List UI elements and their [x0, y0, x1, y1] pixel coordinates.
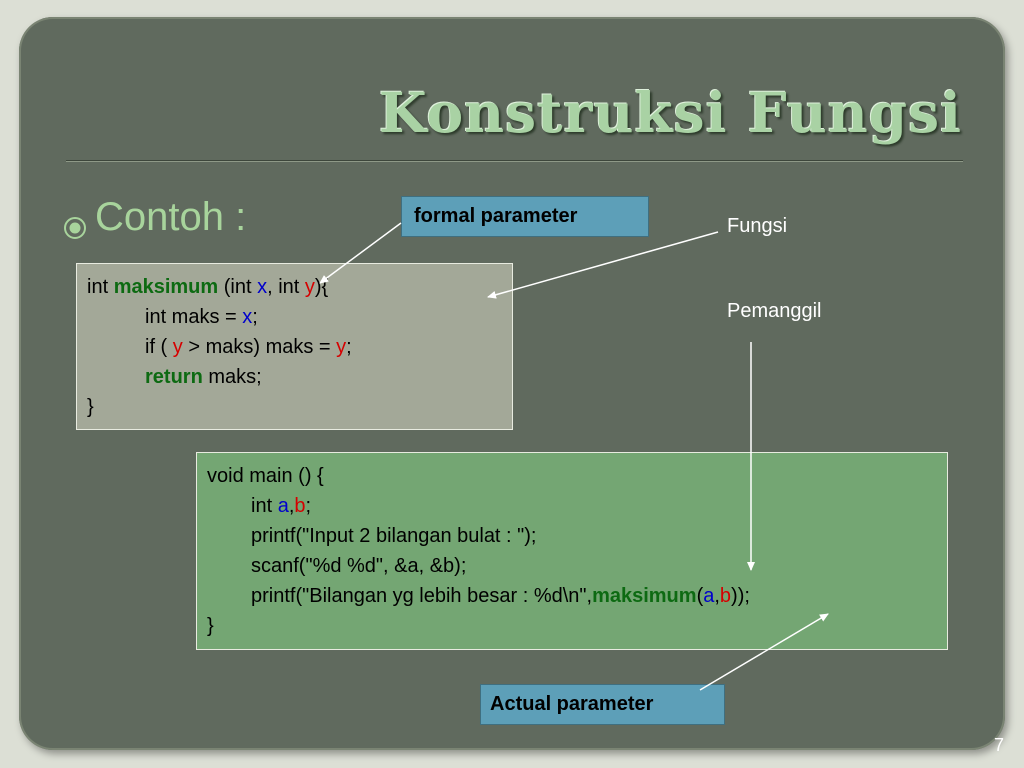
code-line: scanf("%d %d", &a, &b);	[207, 551, 947, 581]
code-token: printf("Input 2 bilangan bulat : ");	[251, 525, 537, 547]
code-token: (	[696, 585, 704, 607]
code-token: > maks) maks =	[182, 336, 337, 358]
code-token: (int	[218, 276, 258, 298]
code-line: }	[87, 396, 94, 418]
actual-parameter-label: Actual parameter	[480, 684, 725, 725]
pemanggil-label: Pemanggil	[727, 300, 822, 322]
code-token: printf("Bilangan yg lebih besar : %d\n",	[251, 585, 593, 607]
slide-title: Konstruksi Fungsi	[378, 80, 962, 145]
arg-a: a	[703, 585, 715, 607]
param-x: x	[257, 276, 268, 298]
arg-b: b	[719, 585, 732, 607]
page-number: 7	[994, 735, 1005, 755]
param-y: y	[172, 336, 183, 358]
code-token: ,	[288, 495, 295, 517]
code-token: ;	[346, 336, 352, 358]
code-token: ,	[714, 585, 720, 607]
code-token: int maks =	[145, 306, 243, 328]
code-token: ;	[252, 306, 258, 328]
code-line: return maks;	[87, 362, 512, 392]
code-line: int a,b;	[207, 491, 947, 521]
arg-b: b	[294, 495, 306, 517]
function-code-box: int maksimum (int x, int y){ int maks = …	[76, 263, 513, 430]
code-token: maks;	[202, 366, 262, 388]
param-x: x	[242, 306, 253, 328]
formal-parameter-arrow	[319, 222, 402, 284]
arg-a: a	[277, 495, 289, 517]
fungsi-label: Fungsi	[727, 215, 788, 237]
code-line: }	[207, 615, 214, 637]
code-token: int	[251, 495, 278, 517]
code-line: int maks = x;	[87, 302, 512, 332]
function-name: maksimum	[113, 276, 219, 298]
bullet-text: Contoh :	[95, 195, 247, 239]
code-line: printf("Bilangan yg lebih besar : %d\n",…	[207, 581, 947, 611]
bullet-icon	[64, 217, 86, 239]
param-y: y	[336, 336, 347, 358]
code-token: if (	[145, 336, 173, 358]
code-line: void main () {	[207, 465, 324, 487]
code-line: printf("Input 2 bilangan bulat : ");	[207, 521, 947, 551]
code-token: ;	[305, 495, 312, 517]
actual-parameter-arrow	[699, 613, 829, 691]
title-divider	[66, 160, 963, 162]
formal-parameter-label: formal parameter	[401, 196, 649, 237]
return-keyword: return	[145, 366, 203, 388]
code-token: scanf("%d %d", &a, &b);	[251, 555, 467, 577]
function-call-name: maksimum	[592, 585, 697, 607]
code-line: int maksimum (int x, int y){	[87, 272, 512, 302]
code-line: if ( y > maks) maks = y;	[87, 332, 512, 362]
param-y: y	[304, 276, 315, 298]
code-token: int	[87, 276, 114, 298]
code-token: , int	[267, 276, 305, 298]
code-token: ));	[731, 585, 750, 607]
fungsi-arrow	[487, 231, 719, 299]
